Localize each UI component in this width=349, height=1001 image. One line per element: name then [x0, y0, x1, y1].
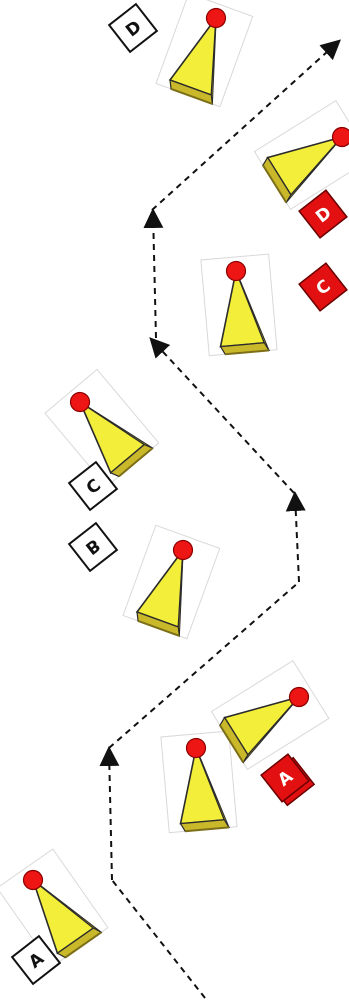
label-b-white: B — [67, 521, 119, 573]
marker-c-red — [199, 253, 279, 357]
label-c-white: C — [67, 460, 119, 512]
marker-d-red — [253, 99, 349, 211]
marker-d-white — [155, 0, 254, 108]
label-c-red: C — [298, 262, 348, 312]
label-a-white: A — [10, 934, 62, 986]
label-d-white: D — [107, 2, 159, 54]
marker-a-red-upright — [159, 730, 239, 834]
travel-path — [99, 39, 341, 999]
marker-a-red-tilted — [210, 659, 330, 771]
marker-a-white — [0, 848, 109, 968]
label-d-red: D — [298, 189, 348, 239]
marker-b-white — [122, 524, 221, 640]
label-a-red: A — [260, 753, 316, 807]
